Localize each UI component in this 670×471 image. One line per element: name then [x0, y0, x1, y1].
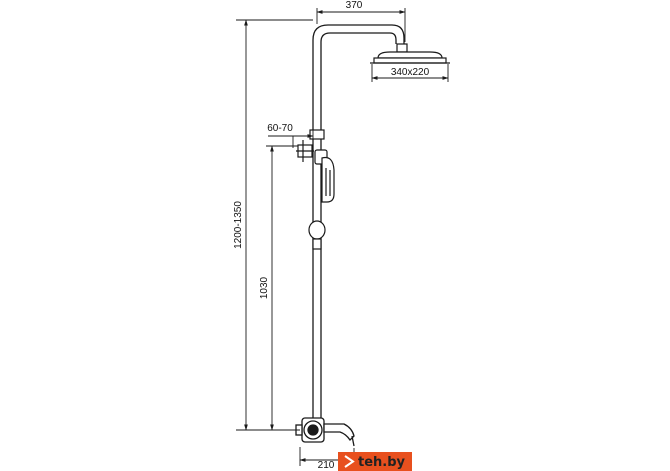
dimension-lines — [236, 8, 449, 466]
rain-shower-head — [370, 43, 450, 64]
watermark-chevron-icon — [344, 455, 355, 468]
wall-bracket — [296, 129, 325, 162]
dim-label-spout-offset: 210 — [318, 460, 335, 471]
watermark-logo: teh.by — [338, 452, 412, 471]
dim-label-holder-height: 1030 — [259, 276, 270, 299]
dim-label-arm-length: 370 — [346, 0, 363, 11]
dim-label-total-height: 1200-1350 — [233, 201, 244, 249]
watermark-brand: teh.by — [358, 455, 406, 470]
slide-holder — [308, 220, 326, 250]
hand-shower — [314, 149, 335, 203]
mixer-and-spout — [295, 417, 355, 447]
watermark-accent — [338, 452, 412, 471]
dim-label-wall-offset: 60-70 — [267, 123, 293, 134]
riser-pipe — [312, 24, 405, 420]
dim-label-head-size: 340x220 — [391, 67, 430, 78]
